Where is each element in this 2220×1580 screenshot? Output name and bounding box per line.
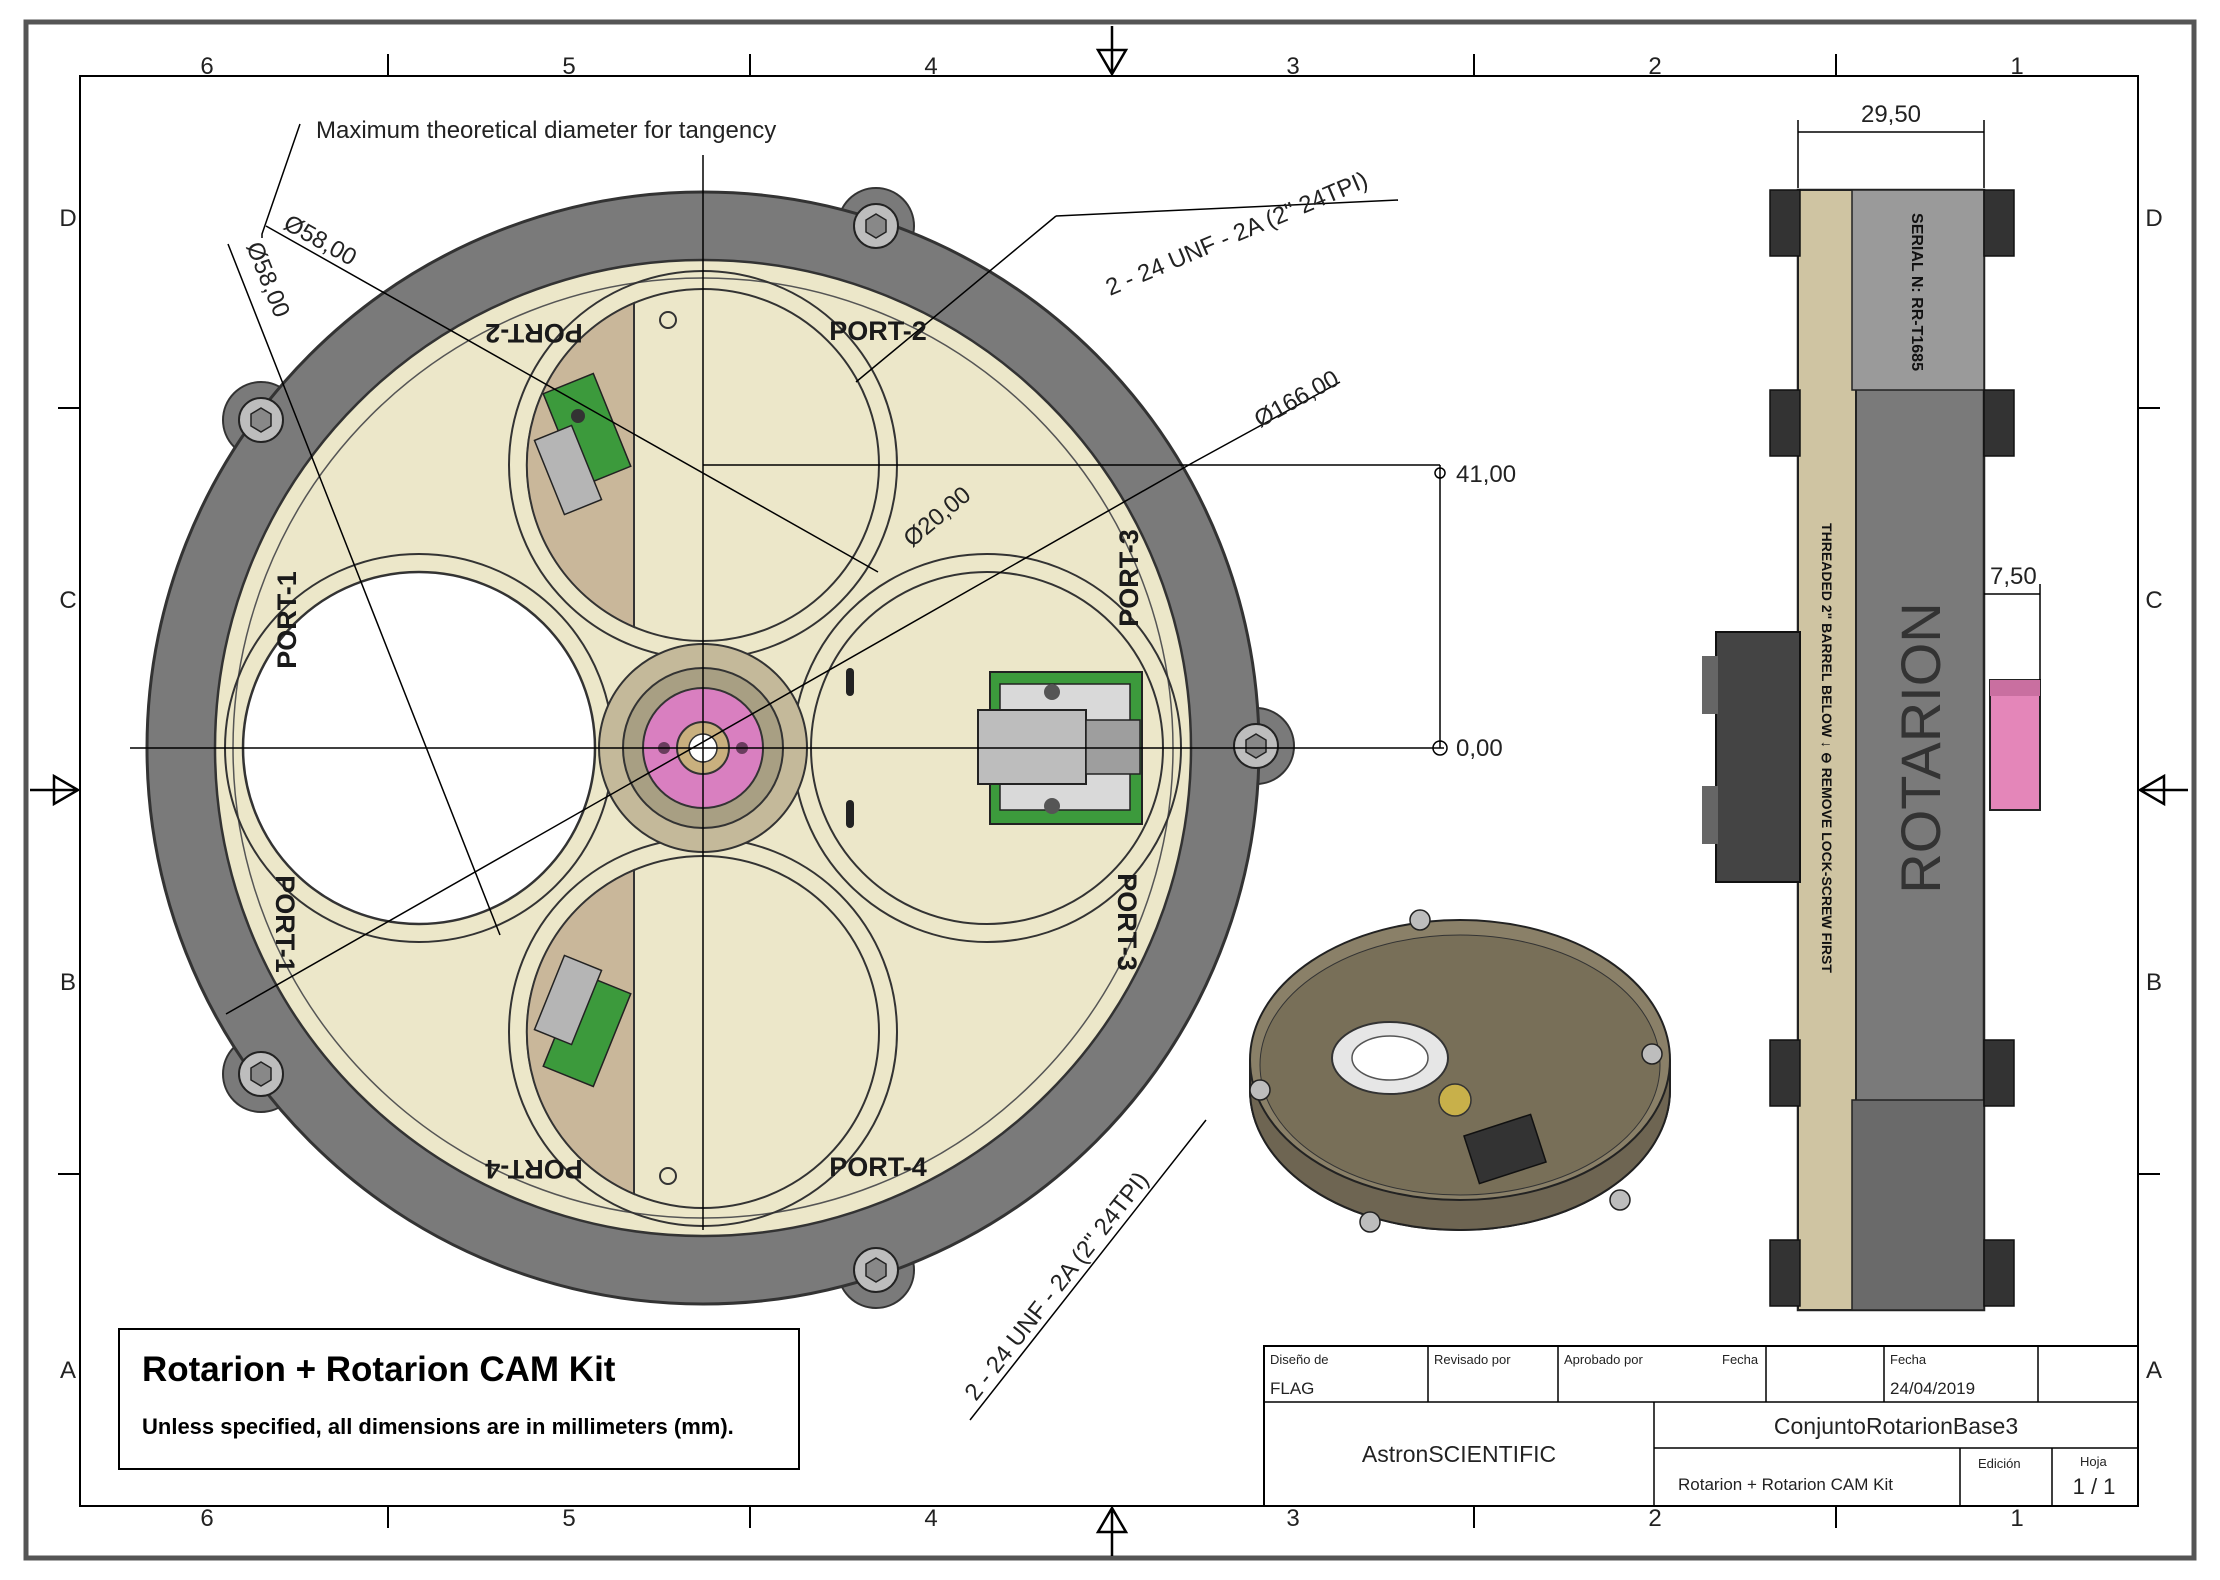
zone-row-b-right: B <box>2146 969 2162 996</box>
zone-col-4-top: 4 <box>924 53 937 80</box>
note-units: Unless specified, all dimensions are in … <box>142 1414 734 1439</box>
designed-by-label: Diseño de <box>1270 1352 1329 1367</box>
side-brand: ROTARION <box>1889 602 1952 893</box>
width-29-50-text: 29,50 <box>1861 101 1921 128</box>
sheet-inner-border <box>79 75 2139 1507</box>
zone-row-d-right: D <box>2145 205 2162 232</box>
port-3-label-lower: PORT-3 <box>1112 873 1142 971</box>
zone-col-2-top: 2 <box>1648 53 1661 80</box>
zone-col-3-top: 3 <box>1286 53 1299 80</box>
zone-row-d-left: D <box>59 205 76 232</box>
star-markers <box>659 311 677 1185</box>
sheet-outer-border <box>23 19 2197 1561</box>
date-label-2: Fecha <box>1890 1352 1927 1367</box>
zone-col-6-bottom: 6 <box>200 1505 213 1532</box>
port-3-label-upper: PORT-3 <box>1114 529 1144 627</box>
zone-col-3-bottom: 3 <box>1286 1505 1299 1532</box>
centring-arrows <box>30 26 2188 1556</box>
port-2-label-left: PORT-2 <box>485 318 583 348</box>
front-view: Maximum theoretical diameter for tangenc… <box>130 117 1516 1421</box>
port-1-label-upper: PORT-1 <box>272 571 302 669</box>
company-name: AstronSCIENTIFIC <box>1362 1441 1556 1467</box>
zone-labels: 6 5 4 3 2 1 6 5 4 3 2 1 D C B A D C B A <box>59 53 2162 1532</box>
side-dimension-lines <box>1797 120 2041 680</box>
sheet-value: 1 / 1 <box>2073 1474 2116 1499</box>
side-camera-body <box>1715 631 1801 883</box>
date-label-1: Fecha <box>1722 1352 1759 1367</box>
screw-hex-sockets <box>250 213 1267 1283</box>
isometric-view <box>1249 909 1671 1233</box>
zone-col-4-bottom: 4 <box>924 1505 937 1532</box>
side-view: ROTARION SERIAL N: RR-T1685 THREADED 2" … <box>1702 101 2041 1312</box>
side-barrel <box>1989 679 2041 811</box>
centre-lines <box>130 155 1440 1230</box>
zone-col-1-bottom: 1 <box>2010 1505 2023 1532</box>
ordinate-41-text: 41,00 <box>1456 461 1516 488</box>
dia-58-text-b: Ø58,00 <box>240 238 295 321</box>
zone-row-b-left: B <box>60 969 76 996</box>
sheet-label: Hoja <box>2080 1454 2108 1469</box>
thread-top-text: 2 - 24 UNF - 2A (2" 24TPI) <box>1102 167 1372 302</box>
edition-label: Edición <box>1978 1456 2021 1471</box>
zone-row-c-right: C <box>2145 587 2162 614</box>
zone-col-5-bottom: 5 <box>562 1505 575 1532</box>
max-diameter-note: Maximum theoretical diameter for tangenc… <box>316 117 776 144</box>
designed-by-value: FLAG <box>1270 1379 1314 1398</box>
port-4-label-right: PORT-4 <box>829 1152 927 1182</box>
dimension-lines <box>225 123 1444 1015</box>
zone-row-a-right: A <box>2146 1357 2162 1384</box>
zone-row-a-left: A <box>60 1357 76 1384</box>
dia-166-text: Ø166,00 <box>1250 365 1344 433</box>
width-7-50-text: 7,50 <box>1990 563 2037 590</box>
reviewed-by-label: Revisado por <box>1434 1352 1511 1367</box>
side-bolts <box>1769 189 2015 1307</box>
side-instruction-engraving: THREADED 2" BARREL BELOW ↓ ⊖ REMOVE LOCK… <box>1819 523 1835 973</box>
zone-col-1-top: 1 <box>2010 53 2023 80</box>
part-name: ConjuntoRotarionBase3 <box>1774 1413 2018 1439</box>
port-1-label-lower: PORT-1 <box>270 875 300 973</box>
part-description: Rotarion + Rotarion CAM Kit <box>1678 1475 1893 1494</box>
note-box: Rotarion + Rotarion CAM Kit Unless speci… <box>118 1328 800 1470</box>
approved-by-label: Aprobado por <box>1564 1352 1643 1367</box>
zone-dividers <box>58 54 2160 1528</box>
zone-row-c-left: C <box>59 587 76 614</box>
zone-col-5-top: 5 <box>562 53 575 80</box>
port-4-label-left: PORT-4 <box>485 1154 583 1184</box>
port-2-label-right: PORT-2 <box>829 316 927 346</box>
side-serial-engraving: SERIAL N: RR-T1685 <box>1908 213 1925 371</box>
zone-col-6-top: 6 <box>200 53 213 80</box>
port-labels: PORT-1 PORT-1 PORT-2 PORT-2 PORT-3 PORT-… <box>270 316 1144 1184</box>
date-value: 24/04/2019 <box>1890 1379 1975 1398</box>
title-block: Diseño de FLAG Revisado por Aprobado por… <box>1263 1345 2139 1507</box>
ordinate-0-text: 0,00 <box>1456 735 1503 762</box>
zone-col-2-bottom: 2 <box>1648 1505 1661 1532</box>
note-title: Rotarion + Rotarion CAM Kit <box>142 1350 616 1389</box>
